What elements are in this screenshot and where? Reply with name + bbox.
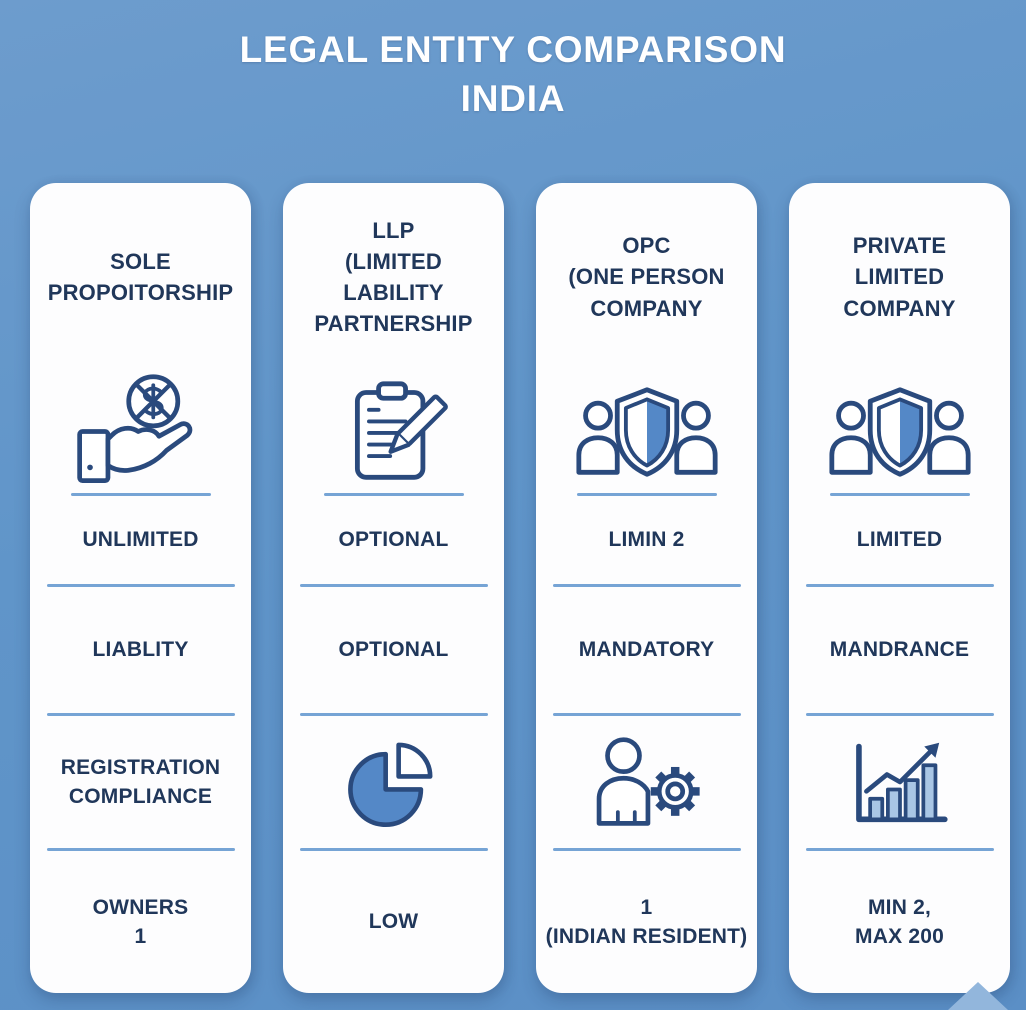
divider-line xyxy=(323,493,464,496)
card-title: PRIVATE LIMITED COMPANY xyxy=(843,233,956,321)
divider-line xyxy=(299,713,488,716)
liability-value: LIMIN 2 xyxy=(608,528,685,552)
divider-line xyxy=(46,584,235,587)
comparison-columns: SOLE PROPOITORSHIP UNLIMITED LIABLITY RE… xyxy=(30,183,1010,993)
growth-chart-icon xyxy=(789,716,1010,848)
card-title: LLP (LIMITED LABILITY PARTNERSHIP xyxy=(314,217,473,337)
divider-line xyxy=(829,493,970,496)
page-title-line2: INDIA xyxy=(460,77,566,119)
divider-line xyxy=(552,584,741,587)
card-title: OPC (ONE PERSON COMPANY xyxy=(568,233,725,321)
compliance-value: LIABLITY xyxy=(92,638,189,662)
card-sole-proprietorship: SOLE PROPOITORSHIP UNLIMITED LIABLITY RE… xyxy=(30,183,251,993)
card-title: SOLE PROPOITORSHIP xyxy=(47,248,234,305)
divider-line xyxy=(576,493,717,496)
divider-line xyxy=(299,584,488,587)
owners-value: MIN 2, MAX 200 xyxy=(855,895,944,948)
compliance-value: OPTIONAL xyxy=(338,638,449,662)
card-opc: OPC (ONE PERSON COMPANY LIMIN 2 MANDATOR… xyxy=(536,183,757,993)
owners-value: OWNERS 1 xyxy=(92,895,189,948)
pie-chart-icon xyxy=(283,716,504,848)
shield-people-icon xyxy=(536,371,757,493)
divider-line xyxy=(552,713,741,716)
page-title: LEGAL ENTITY COMPARISON INDIA xyxy=(0,26,1026,124)
divider-line xyxy=(70,493,211,496)
compliance-value: MANDATORY xyxy=(578,638,715,662)
registration-value: REGISTRATION COMPLIANCE xyxy=(60,755,221,808)
liability-value: LIMITED xyxy=(856,528,943,552)
shield-people-icon xyxy=(789,371,1010,493)
divider-line xyxy=(46,848,235,851)
divider-line xyxy=(805,584,994,587)
clipboard-pencil-icon xyxy=(283,371,504,493)
divider-line xyxy=(46,713,235,716)
triangle-decoration xyxy=(948,982,1008,1010)
divider-line xyxy=(805,848,994,851)
divider-line xyxy=(552,848,741,851)
hand-no-money-icon xyxy=(30,371,251,493)
divider-line xyxy=(299,848,488,851)
owners-value: 1 (INDIAN RESIDENT) xyxy=(545,895,748,948)
liability-value: OPTIONAL xyxy=(338,528,449,552)
card-llp: LLP (LIMITED LABILITY PARTNERSHIP OPTION… xyxy=(283,183,504,993)
page-title-line1: LEGAL ENTITY COMPARISON xyxy=(239,29,787,70)
divider-line xyxy=(805,713,994,716)
compliance-value: MANDRANCE xyxy=(829,638,970,662)
liability-value: UNLIMITED xyxy=(82,528,199,552)
card-private-limited: PRIVATE LIMITED COMPANY LIMITED MANDRANC… xyxy=(789,183,1010,993)
person-gear-icon xyxy=(536,716,757,848)
cost-value: LOW xyxy=(368,910,419,934)
